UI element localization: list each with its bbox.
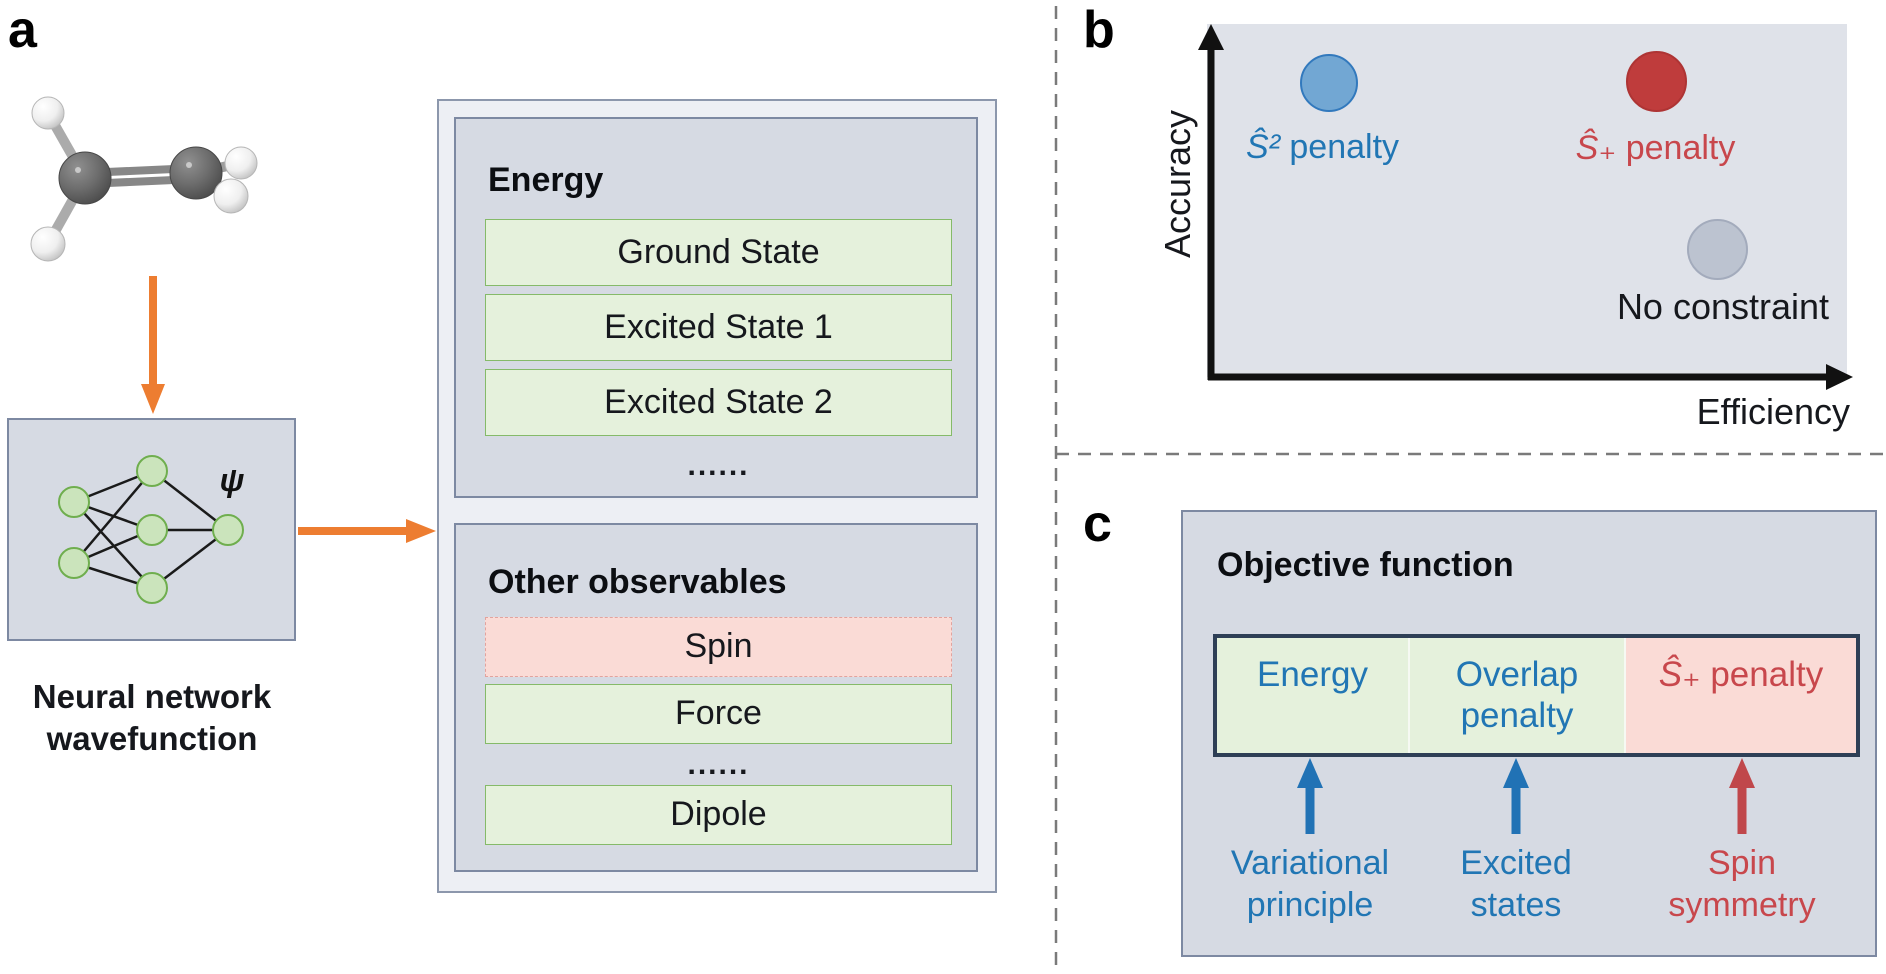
neural-network-graph	[58, 455, 244, 604]
panel-c-label: c	[1083, 495, 1112, 553]
nn-hidden-node	[136, 514, 168, 546]
observable-item-force: Force	[485, 684, 952, 744]
scatter-point-splus-penalty	[1626, 51, 1687, 112]
no-constraint-label: No constraint	[1616, 286, 1830, 327]
excited-line1: Excited	[1460, 844, 1572, 882]
arrow-down-icon	[141, 276, 165, 414]
source-excited-states: Excited states	[1416, 842, 1616, 926]
nn-input-node	[58, 547, 90, 579]
x-axis-label: Efficiency	[1696, 391, 1850, 432]
overlap-term-line1: Overlap	[1455, 655, 1579, 694]
x-axis-arrowhead	[1826, 364, 1853, 390]
objective-term-energy: Energy	[1217, 638, 1410, 753]
psi-symbol: ψ	[219, 462, 245, 498]
s2-penalty-label: Ŝ² penalty	[1215, 128, 1430, 167]
nn-caption: Neural network wavefunction	[0, 676, 304, 760]
ethylene-molecule-illustration	[30, 96, 258, 262]
energy-group-title: Energy	[488, 161, 604, 199]
observable-item-spin: Spin	[485, 617, 952, 677]
objective-function-panel: Objective function Energy Overlap penalt…	[1181, 510, 1877, 957]
overlap-term-line2: penalty	[1460, 696, 1574, 735]
y-axis-arrowhead	[1198, 24, 1224, 50]
source-arrows	[1297, 758, 1755, 834]
source-spin-symmetry: Spin symmetry	[1642, 842, 1842, 926]
observables-group-title: Other observables	[488, 563, 787, 601]
objective-term-overlap-penalty: Overlap penalty	[1410, 638, 1626, 753]
energy-item-excited-state-2: Excited State 2	[485, 369, 952, 436]
nn-hidden-node	[136, 572, 168, 604]
splus-penalty-label: Ŝ₊ penalty	[1548, 128, 1763, 168]
variational-line2: principle	[1246, 886, 1374, 924]
scatter-point-s2-penalty	[1300, 54, 1358, 112]
panel-b-label: b	[1083, 1, 1115, 59]
y-axis-label: Accuracy	[1157, 109, 1198, 259]
observables-group-panel: Other observables Spin Force ...... Dipo…	[454, 523, 978, 872]
arrow-right-icon	[298, 519, 436, 543]
nn-hidden-node	[136, 455, 168, 487]
nn-output-node	[212, 514, 244, 546]
spin-symmetry-line1: Spin	[1707, 844, 1777, 882]
plot-axes	[1198, 24, 1853, 390]
scatter-point-no-constraint	[1687, 219, 1748, 280]
objective-function-box: Energy Overlap penalty Ŝ₊ penalty	[1213, 634, 1860, 757]
excited-line2: states	[1470, 886, 1562, 924]
splus-rest: penalty	[1616, 129, 1736, 167]
s2-rest: penalty	[1279, 128, 1400, 166]
spin-symmetry-line2: symmetry	[1668, 886, 1816, 924]
source-variational-principle: Variational principle	[1210, 842, 1410, 926]
neural-network-box: ψ	[7, 418, 296, 641]
panel-a-label: a	[8, 1, 37, 59]
energy-ellipsis: ......	[687, 449, 750, 482]
nn-input-node	[58, 486, 90, 518]
energy-item-excited-state-1: Excited State 1	[485, 294, 952, 361]
nn-caption-line2: wavefunction	[46, 720, 258, 757]
variational-line1: Variational	[1230, 844, 1390, 882]
splus-symbol: Ŝ₊	[1575, 129, 1617, 167]
energy-item-ground-state: Ground State	[485, 219, 952, 286]
objective-term-splus-penalty: Ŝ₊ penalty	[1626, 638, 1856, 753]
splus-term-symbol: Ŝ₊	[1658, 655, 1701, 694]
nn-caption-line1: Neural network	[32, 678, 272, 715]
energy-group-panel: Energy Ground State Excited State 1 Exci…	[454, 117, 978, 498]
objective-function-title: Objective function	[1217, 546, 1514, 584]
observables-ellipsis: ......	[687, 748, 750, 781]
observable-item-dipole: Dipole	[485, 785, 952, 845]
s2-symbol: Ŝ²	[1245, 128, 1280, 166]
energy-term-text: Energy	[1257, 655, 1368, 694]
splus-term-rest: penalty	[1700, 655, 1824, 694]
